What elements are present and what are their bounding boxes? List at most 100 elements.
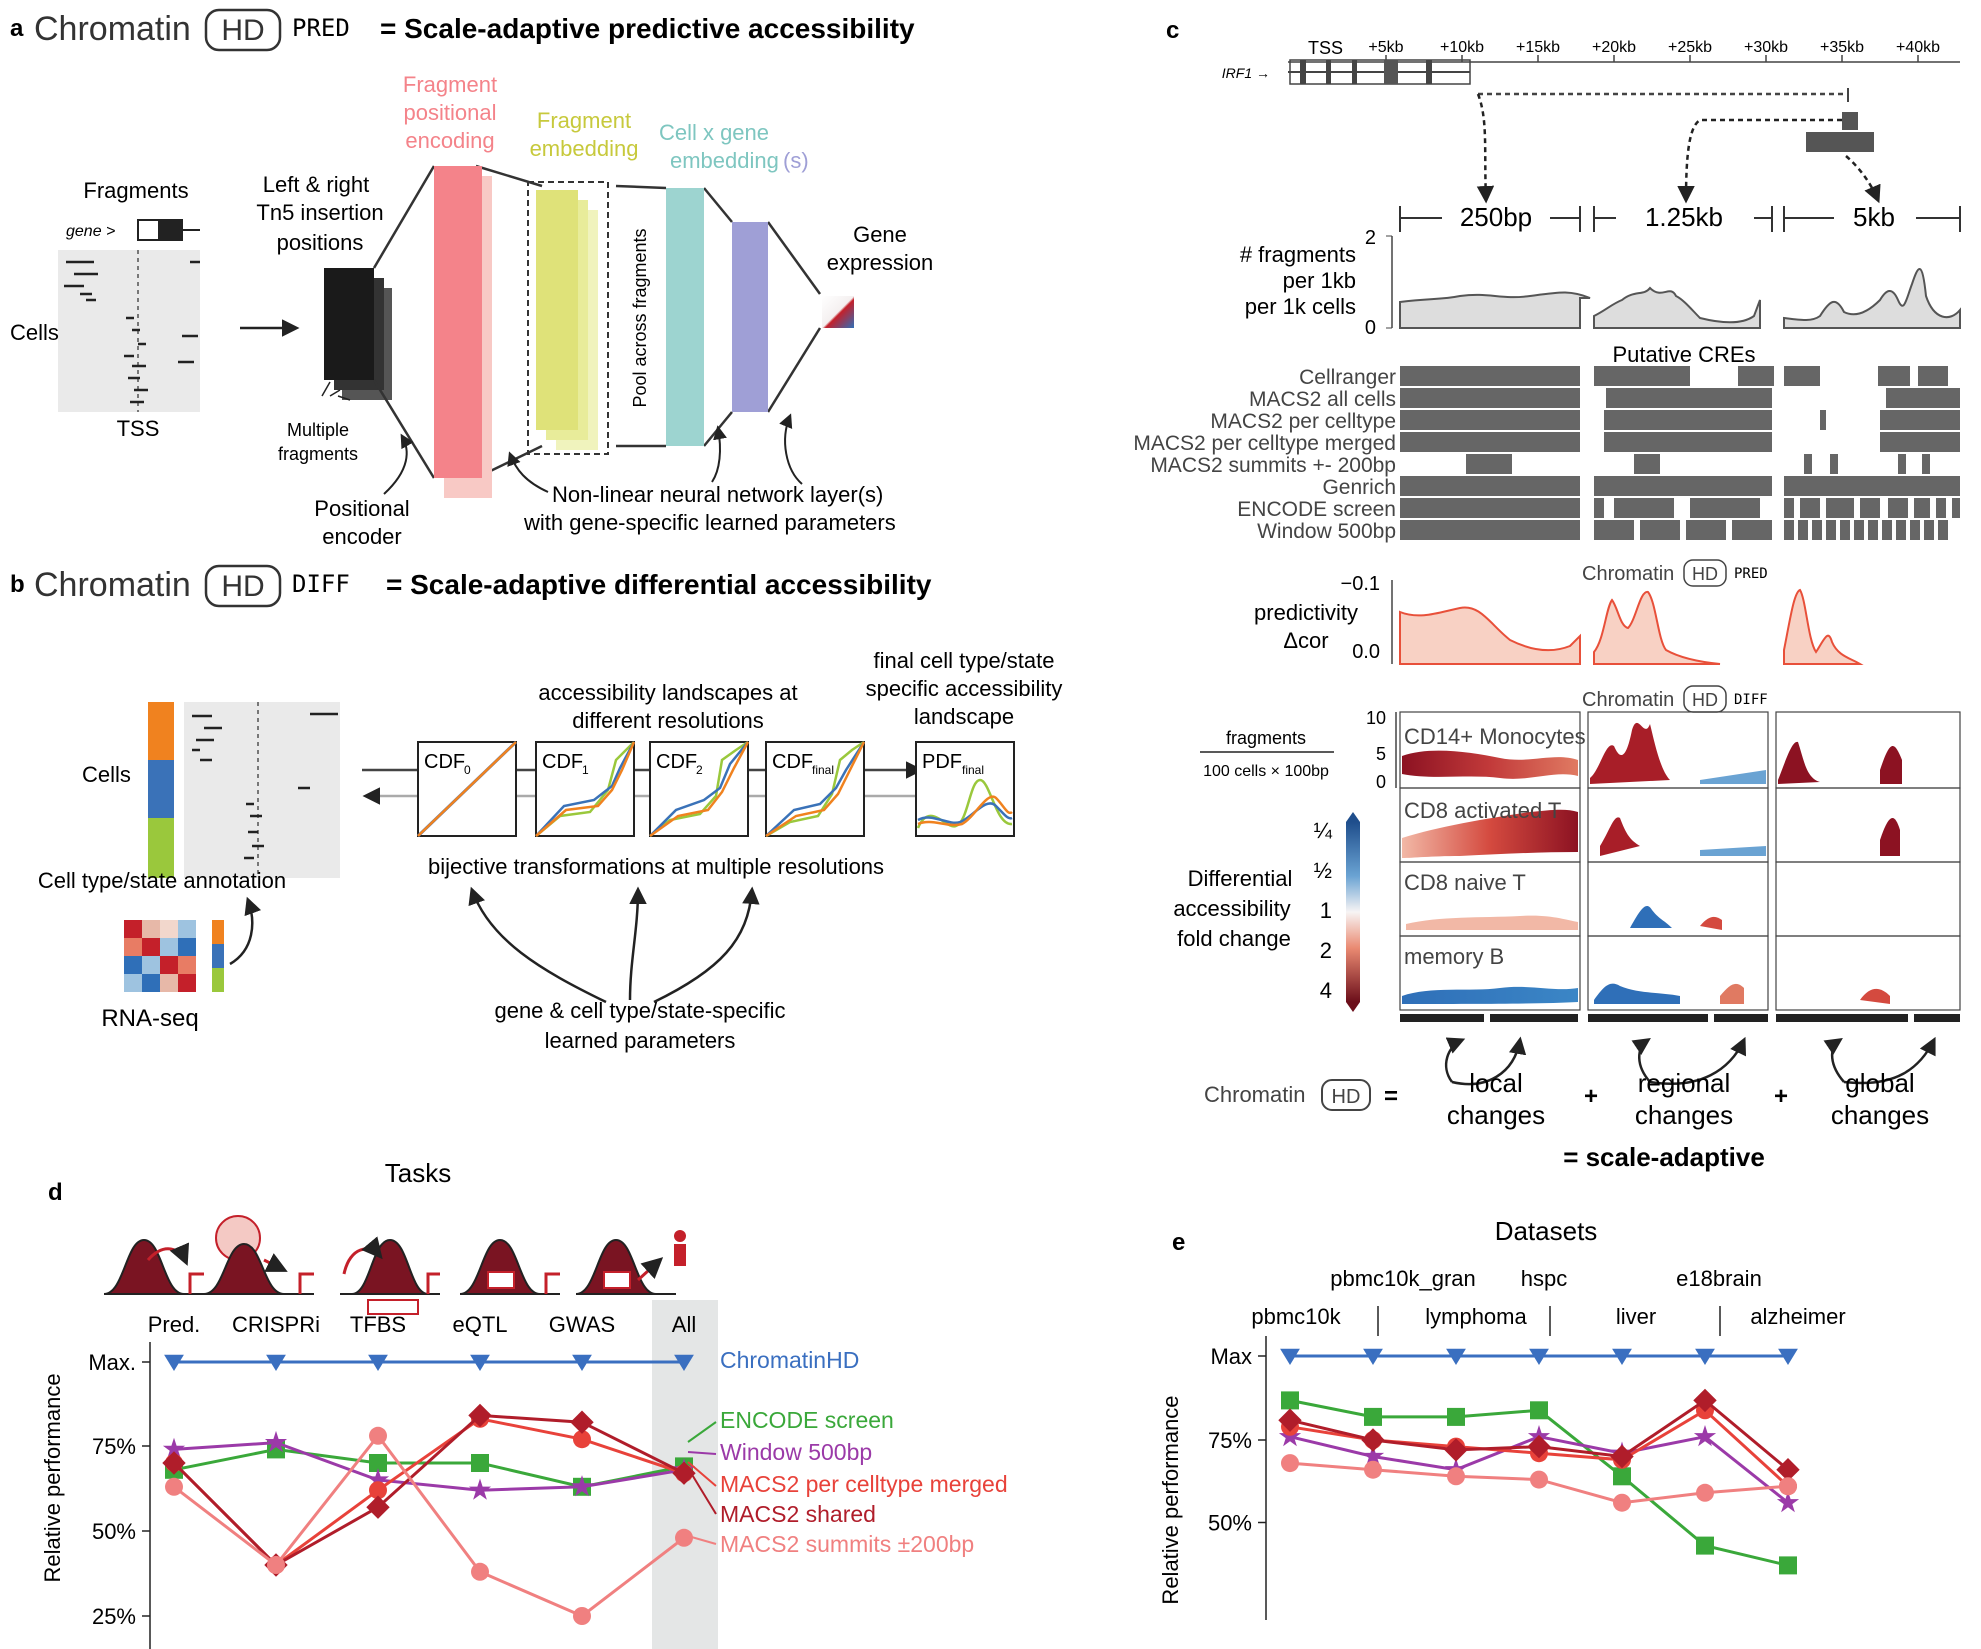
data-point — [1446, 1348, 1466, 1365]
pred-brand-suffix: PRED — [1734, 566, 1768, 582]
data-point — [573, 1430, 591, 1449]
data-point — [470, 1354, 490, 1371]
fragemb-line2: embedding — [530, 136, 639, 161]
category-label: All — [672, 1312, 696, 1337]
series-line — [172, 1413, 685, 1567]
foldchange-colorbar — [1346, 822, 1360, 1002]
landscapes-line1: accessibility landscapes at — [538, 680, 797, 705]
data-point — [1779, 1556, 1797, 1575]
legend-label: MACS2 summits ±200bp — [720, 1531, 974, 1557]
legend-leader — [687, 1461, 717, 1487]
gene-expr-line2: expression — [827, 250, 933, 275]
cdf1-sub: 1 — [582, 763, 589, 777]
frag-tick-2: 2 — [1365, 227, 1376, 249]
pdffinal-label: PDF — [922, 751, 962, 773]
c-tss-label: TSS — [1308, 38, 1343, 58]
data-point — [573, 1607, 591, 1625]
da-label-2: accessibility — [1173, 896, 1290, 921]
data-point — [267, 1556, 285, 1574]
data-point — [1281, 1391, 1299, 1410]
diff-tick-10: 10 — [1366, 708, 1386, 728]
cbar-tick-2: 2 — [1320, 938, 1332, 963]
axis-tick-label-6: +30kb — [1744, 39, 1788, 56]
axis-tick-label-2: +10kb — [1440, 39, 1484, 56]
data-point — [1613, 1467, 1631, 1486]
series-line — [173, 1441, 685, 1492]
cre-tracks — [1400, 366, 1960, 540]
category-label: eQTL — [452, 1312, 507, 1337]
cellxgene-layer — [666, 188, 704, 446]
data-point — [366, 1468, 390, 1490]
legend-label: MACS2 shared — [720, 1501, 876, 1527]
cre-label-macs2-all: MACS2 all cells — [1249, 388, 1396, 411]
cells-label-b: Cells — [82, 762, 131, 787]
data-point — [570, 1410, 594, 1434]
data-point — [1613, 1493, 1631, 1512]
category-label: hspc — [1521, 1266, 1567, 1291]
pred-brand-left: Chromatin — [1582, 563, 1674, 585]
fragpos-line2: positional — [404, 100, 497, 125]
tss-label: TSS — [117, 416, 160, 441]
diff-brand-left: Chromatin — [1582, 689, 1674, 711]
category-label: Pred. — [148, 1312, 201, 1337]
data-point — [1693, 1425, 1717, 1447]
eq-result: = scale-adaptive — [1563, 1142, 1765, 1172]
gene-expr-line1: Gene — [853, 222, 907, 247]
cdf1-label: CDF — [542, 751, 583, 773]
legend-label: MACS2 per celltype merged — [720, 1471, 1008, 1497]
category-label: pbmc10k_gran — [1330, 1266, 1476, 1291]
panel-b-title: = Scale-adaptive differential accessibil… — [386, 569, 932, 600]
celltype-orange — [148, 702, 174, 760]
frag-label-2: per 1kb — [1283, 268, 1356, 293]
cre-label-encode: ENCODE screen — [1237, 498, 1396, 521]
cdffinal-sub: final — [812, 763, 834, 777]
data-point — [368, 1354, 388, 1371]
data-point — [165, 1477, 183, 1496]
posenc-line1: Positional — [314, 496, 409, 521]
eq-local-2: changes — [1447, 1100, 1545, 1130]
data-point — [369, 1454, 387, 1472]
category-label: lymphoma — [1425, 1304, 1527, 1329]
data-point — [1361, 1444, 1385, 1466]
final-line2: specific accessibility — [866, 676, 1063, 701]
final-line3: landscape — [914, 704, 1014, 729]
data-point — [1361, 1428, 1385, 1452]
panel-letter-e: e — [1172, 1229, 1185, 1256]
multiple-line2: fragments — [278, 444, 358, 464]
pred-brand-hd: HD — [1692, 564, 1718, 584]
legend-label: ENCODE screen — [720, 1407, 894, 1433]
embedding-s: (s) — [783, 148, 809, 173]
axis-tick-label-8: +40kb — [1896, 39, 1940, 56]
brand-chromatin: Chromatin — [34, 10, 191, 48]
eq-regional-2: changes — [1635, 1100, 1733, 1130]
category-label: alzheimer — [1750, 1304, 1845, 1329]
landscapes-line2: different resolutions — [572, 708, 764, 733]
rnaseq-heatmap — [124, 920, 224, 992]
pool-label: Pool across fragments — [630, 228, 650, 407]
eq-plus-2: + — [1774, 1083, 1788, 1110]
panel-a-title: = Scale-adaptive predictive accessibilit… — [380, 13, 915, 44]
posenc-line2: encoder — [322, 524, 402, 549]
fragment-matrix-b — [184, 702, 340, 878]
panel-e: e Datasets Max75%50%pbmc10kpbmc10k_granl… — [1158, 1216, 1846, 1620]
brand-hd: HD — [221, 14, 264, 47]
category-label: CRISPRi — [232, 1312, 320, 1337]
predictivity-tracks — [1399, 588, 1864, 665]
brand-chromatin-b: Chromatin — [34, 566, 191, 604]
data-point — [1280, 1348, 1300, 1365]
cellxgene-label: Cell x gene — [659, 120, 769, 145]
data-point — [1527, 1434, 1551, 1459]
celltype-cd8-activated: CD8 activated T — [1404, 798, 1561, 823]
panel-letter-c: c — [1166, 17, 1179, 44]
eq-global-2: changes — [1831, 1100, 1929, 1130]
eq-regional-1: regional — [1638, 1068, 1731, 1098]
celltype-cd8-naive: CD8 naive T — [1404, 870, 1526, 895]
datasets-chart: Max75%50%pbmc10kpbmc10k_granlymphomahspc… — [1208, 1266, 1846, 1620]
scale-brackets — [1399, 206, 1961, 232]
eq-global-1: global — [1845, 1068, 1914, 1098]
cre-label-macs2-celltype: MACS2 per celltype — [1210, 410, 1396, 433]
diff-brand-hd: HD — [1692, 690, 1718, 710]
nonlinear-line2: with gene-specific learned parameters — [523, 510, 896, 535]
dcor-label: Δcor — [1283, 628, 1328, 653]
fraction-numerator: fragments — [1226, 728, 1306, 748]
